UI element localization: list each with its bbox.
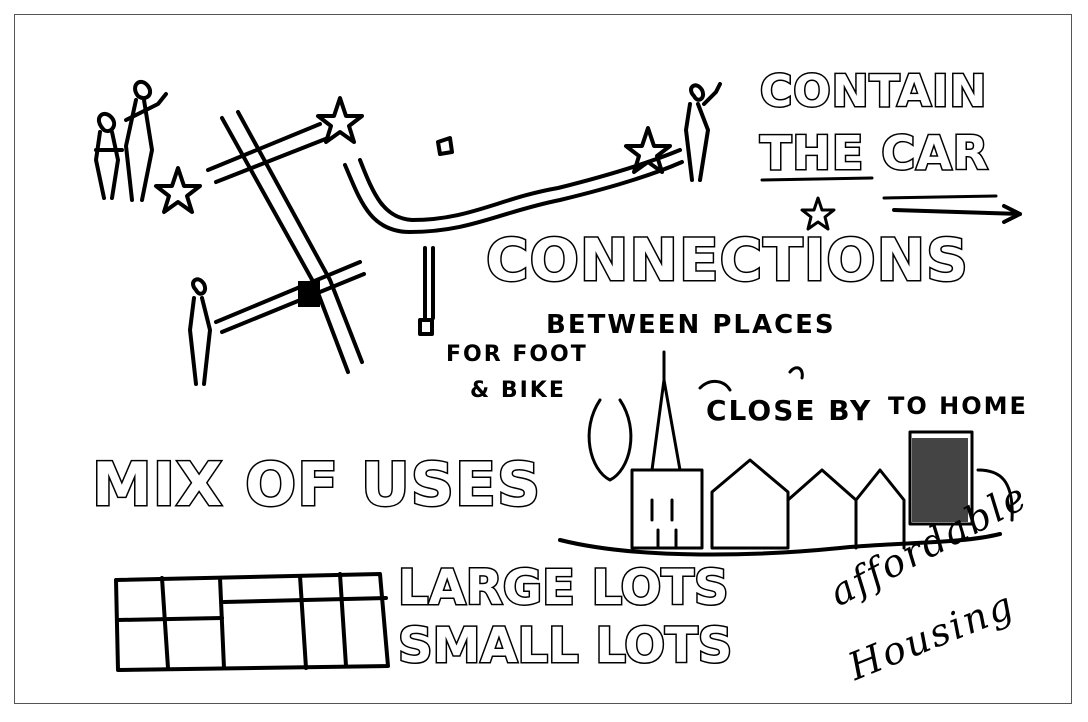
vertical-path [425, 248, 433, 318]
marker-icon [420, 320, 432, 334]
note-for-foot: FOR FOOT [446, 342, 588, 367]
street-map-sketch [208, 112, 364, 372]
intersection-node [298, 281, 320, 307]
lot-grid-sketch [116, 574, 388, 670]
arrow-icon [894, 206, 1020, 222]
heading-connections: CONNECTIONS [486, 226, 969, 294]
note-to-home: TO HOME [888, 392, 1028, 420]
note-and-bike: & BIKE [470, 378, 566, 403]
star-icon [318, 98, 362, 142]
marker-icon [438, 138, 452, 154]
star-icon [802, 198, 834, 229]
subheading-between-places: BETWEEN PLACES [546, 310, 836, 340]
note-close-by: CLOSE BY [706, 394, 872, 427]
heading-large-lots: LARGE LOTS [398, 560, 729, 616]
star-icon [156, 168, 200, 212]
heading-the-car: THE CAR [760, 126, 989, 180]
underline [884, 196, 996, 198]
heading-small-lots: SMALL LOTS [398, 618, 732, 674]
heading-mix-of-uses: MIX OF USES [92, 450, 541, 520]
heading-contain: CONTAIN [760, 66, 987, 117]
